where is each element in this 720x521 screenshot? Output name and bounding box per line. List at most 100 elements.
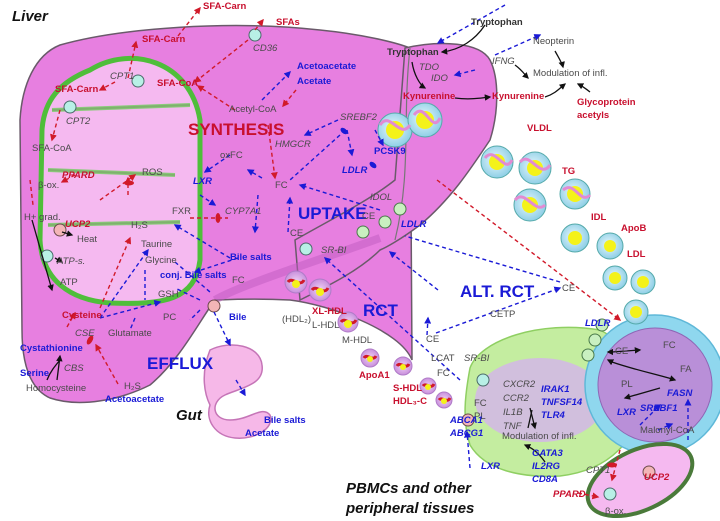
label-ce-hdl: CE <box>426 334 440 345</box>
label-oxfc: oxFC <box>220 150 243 161</box>
label-neopterin: Neopterin <box>533 36 575 47</box>
label-sfa-coa-outer: SFA-CoA <box>157 78 199 89</box>
label-acetate-liver: Acetate <box>297 76 332 87</box>
label-il1b: IL1B <box>503 407 523 418</box>
label-cd8a: CD8A <box>532 474 558 485</box>
label-tryptophan-out: Tryptophan <box>471 17 523 28</box>
label-tnfsf14: TNFSF14 <box>541 397 583 408</box>
label-idl: IDL <box>591 212 607 223</box>
label-tryptophan-in: Tryptophan <box>387 47 439 58</box>
process-synthesis: SYNTHESIS <box>188 120 285 139</box>
label-ucp2-liver: UCP2 <box>65 219 91 230</box>
inhibition-marks-blue <box>340 127 377 169</box>
label-tdo: TDO <box>419 62 440 73</box>
label-sfa-carn-mid: SFA-Carn <box>142 34 186 45</box>
label-m-hdl: M-HDL <box>342 335 373 346</box>
label-apoa1: ApoA1 <box>359 370 390 381</box>
label-ldlr-adipo: LDLR <box>585 318 611 329</box>
label-homocysteine: Homocysteine <box>26 383 87 394</box>
region-pbmc-line1: PBMCs and other <box>346 480 472 497</box>
label-beta-ox-liver: β-ox. <box>38 180 60 191</box>
label-xl-hdl: XL-HDL <box>312 306 347 317</box>
label-srebf1: SREBF1 <box>640 403 678 414</box>
label-cbs: CBS <box>64 363 84 374</box>
label-ldl: LDL <box>627 249 646 260</box>
label-lcat: LCAT <box>431 353 455 364</box>
label-bile-salts-liver: Bile salts <box>230 252 272 263</box>
label-pl-adipo: PL <box>621 379 633 390</box>
red-arrows <box>29 6 622 500</box>
label-pl-pbmc: PL <box>474 411 486 422</box>
label-fc-pbmc: FC <box>474 398 487 409</box>
label-fxr: FXR <box>172 206 191 217</box>
label-cpt1: CPT1 <box>110 71 135 82</box>
process-efflux: EFFLUX <box>147 354 214 373</box>
label-lxr-pbmc: LXR <box>481 461 500 472</box>
label-atp: ATP <box>60 277 78 288</box>
label-fa-adipo: FA <box>680 364 692 375</box>
label-glycine: Glycine <box>145 255 177 266</box>
label-acetyl-coa: Acetyl-CoA <box>229 104 277 115</box>
blue-arrows <box>99 4 692 469</box>
label-vldl: VLDL <box>527 123 552 134</box>
label-cse: CSE <box>75 328 95 339</box>
label-fc-hdl: FC <box>437 368 450 379</box>
label-bile-salts-gut: Bile salts <box>264 415 306 426</box>
label-ce-uptake: CE <box>362 211 376 222</box>
label-acetoacetate-out: Acetoacetate <box>105 394 165 405</box>
gut-intestine <box>203 344 272 439</box>
label-sfa-coa-inner: SFA-CoA <box>32 143 72 154</box>
transporter-circles <box>40 28 617 501</box>
label-fc-liver: FC <box>275 180 288 191</box>
label-fasn: FASN <box>667 388 693 399</box>
label-cetp: CETP <box>490 309 516 320</box>
label-tlr4: TLR4 <box>541 410 565 421</box>
label-h-grad: H+ grad. <box>24 212 61 223</box>
process-alt-rct: ALT. RCT <box>460 282 535 301</box>
label-srebf2: SREBF2 <box>340 112 377 123</box>
label-acetate-gut: Acetate <box>245 428 280 439</box>
label-ido: IDO <box>431 73 448 84</box>
inhibition-marks <box>86 180 617 468</box>
region-pbmc-line2: peripheral tissues <box>346 500 475 517</box>
label-ce-adipo: CE <box>615 346 629 357</box>
label-h2s-liver: H₂S <box>131 220 148 231</box>
label-lxr-liver: LXR <box>193 176 212 187</box>
label-cxcr2: CXCR2 <box>503 379 536 390</box>
label-ucp2-adipo: UCP2 <box>644 472 670 483</box>
label-il2rg: IL2RG <box>532 461 560 472</box>
label-cyp7a1: CYP7A1 <box>225 206 262 217</box>
label-kynurenine-in: Kynurenine <box>403 91 456 102</box>
region-liver: Liver <box>12 8 48 25</box>
process-rct: RCT <box>363 301 398 320</box>
label-kynurenine-out: Kynurenine <box>492 91 545 102</box>
label-pc: PC <box>163 312 177 323</box>
label-gata3: GATA3 <box>532 448 563 459</box>
label-irak1: IRAK1 <box>541 384 570 395</box>
label-malonyl-coa: Malonyl-CoA <box>640 425 695 436</box>
label-tg: TG <box>562 166 576 177</box>
ucp2-channels <box>53 223 656 479</box>
label-pcsk9: PCSK9 <box>374 146 406 157</box>
liver-mitochondrion <box>37 55 203 306</box>
label-heat: Heat <box>77 234 98 245</box>
label-apob: ApoB <box>621 223 647 234</box>
label-idol: IDOL <box>370 192 393 203</box>
label-hmgcr: HMGCR <box>275 139 311 150</box>
label-hdl3c: HDL₃-C <box>393 396 427 407</box>
label-tnf: TNF <box>503 421 522 432</box>
label-atp-synthase: ATP-s. <box>57 256 86 267</box>
label-lxr-adipo: LXR <box>617 407 636 418</box>
label-cystathionine: Cystathionine <box>20 343 83 354</box>
liver-right-lobe <box>294 42 498 302</box>
label-serine: Serine <box>20 368 50 379</box>
label-sfas: SFAs <box>276 17 300 28</box>
label-ce-srbi: CE <box>290 228 304 239</box>
label-fc-efflux: FC <box>232 275 245 286</box>
label-acetyls: acetyls <box>577 110 610 121</box>
label-acetoacetate-liver: Acetoacetate <box>297 61 357 72</box>
black-arrows <box>31 24 677 463</box>
apob-ribbons <box>378 109 592 209</box>
